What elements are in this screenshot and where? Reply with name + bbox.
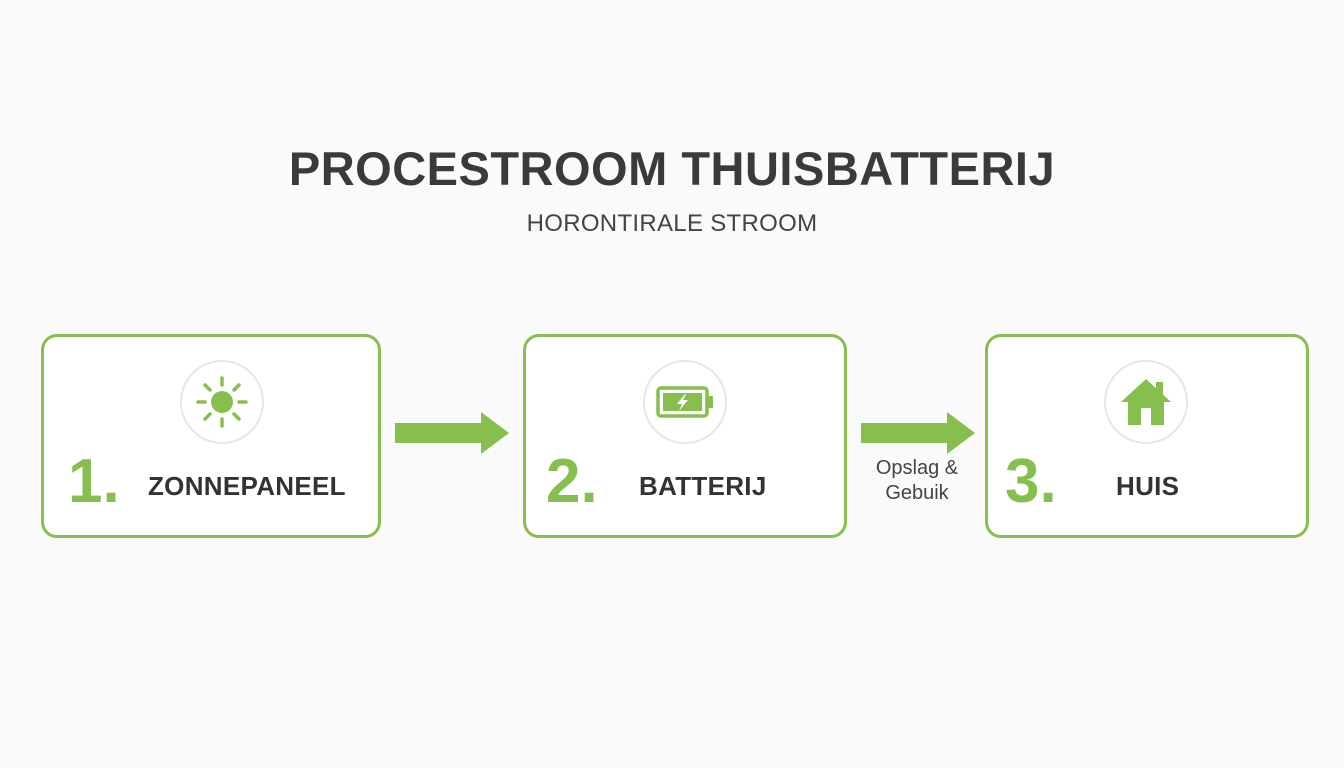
step-number: 1.	[68, 447, 120, 516]
diagram-title: PROCESTROOM THUISBATTERIJ	[288, 142, 1056, 195]
step-label: BATTERIJ	[639, 471, 767, 501]
arrow-right-icon	[395, 412, 509, 454]
arrow-caption-line: Opslag &	[875, 457, 959, 479]
step-label: ZONNEPANEEL	[148, 471, 346, 501]
step-card-solar-panel: 1. ZONNEPANEEL	[41, 334, 381, 538]
house-icon	[1121, 379, 1171, 425]
house-icon-circle	[1104, 360, 1188, 444]
step-number: 3.	[1005, 447, 1057, 516]
step-label: HUIS	[1116, 471, 1180, 501]
diagram-subtitle: HORONTIRALE STROOM	[526, 210, 818, 237]
step-number: 2.	[546, 447, 598, 516]
battery-icon-circle	[643, 360, 727, 444]
arrow-caption: Opslag & Gebuik	[856, 456, 978, 506]
sun-icon	[196, 376, 248, 428]
battery-charging-icon	[656, 386, 713, 418]
arrow-caption-line: Gebuik	[885, 482, 949, 504]
sun-icon-circle	[180, 360, 264, 444]
step-card-house: 3. HUIS	[985, 334, 1309, 538]
step-card-battery: 2. BATTERIJ	[523, 334, 847, 538]
arrow-right-icon	[861, 412, 975, 454]
